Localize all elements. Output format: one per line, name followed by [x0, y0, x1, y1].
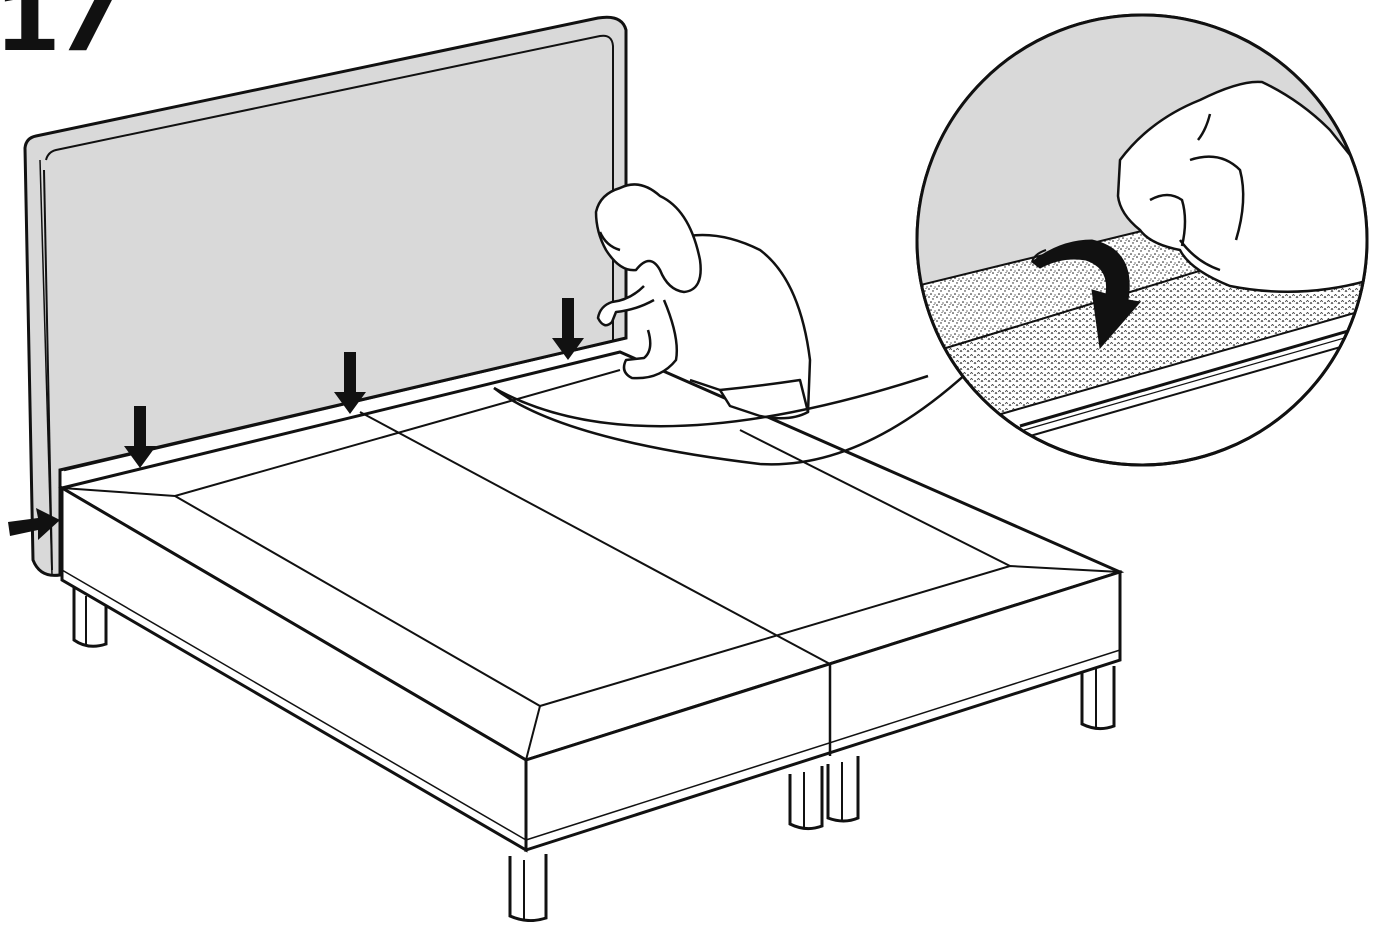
step-number: 17 [0, 0, 115, 64]
detail-callout [900, 0, 1386, 465]
bed-leg-middle-left [790, 766, 822, 829]
bed-leg-front [510, 854, 546, 921]
bed-leg-middle-right [828, 756, 858, 821]
